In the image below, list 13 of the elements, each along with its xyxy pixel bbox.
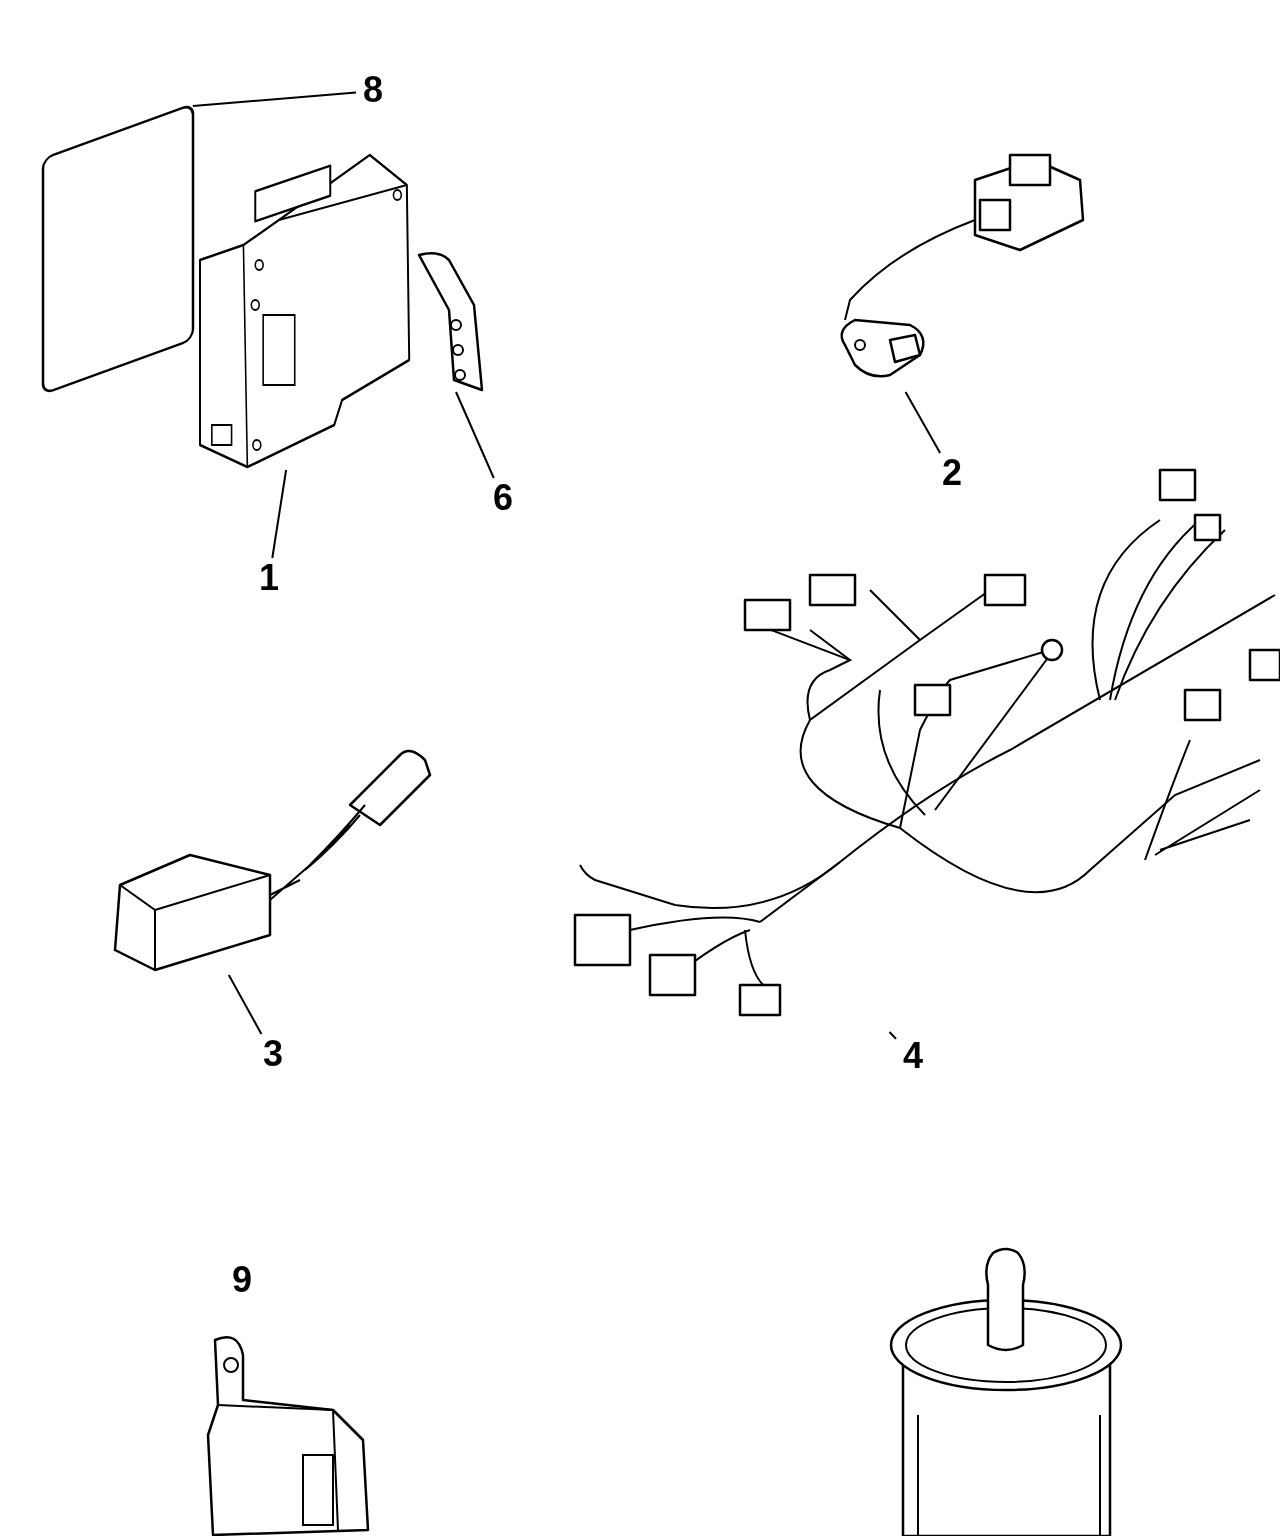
leader-line <box>271 469 288 559</box>
callout-number: 8 <box>358 72 388 110</box>
leader-line <box>904 391 942 454</box>
callout-number: 1 <box>255 560 283 598</box>
leader-line <box>888 1031 897 1040</box>
callout-number: 4 <box>898 1038 928 1076</box>
callout-number: 9 <box>231 1262 253 1298</box>
leader-line <box>227 974 263 1035</box>
callout-number: 3 <box>258 1036 288 1074</box>
leader-line <box>455 391 495 479</box>
callout-number: 6 <box>488 480 518 518</box>
callout-number: 2 <box>936 455 968 493</box>
leader-line <box>191 91 357 107</box>
